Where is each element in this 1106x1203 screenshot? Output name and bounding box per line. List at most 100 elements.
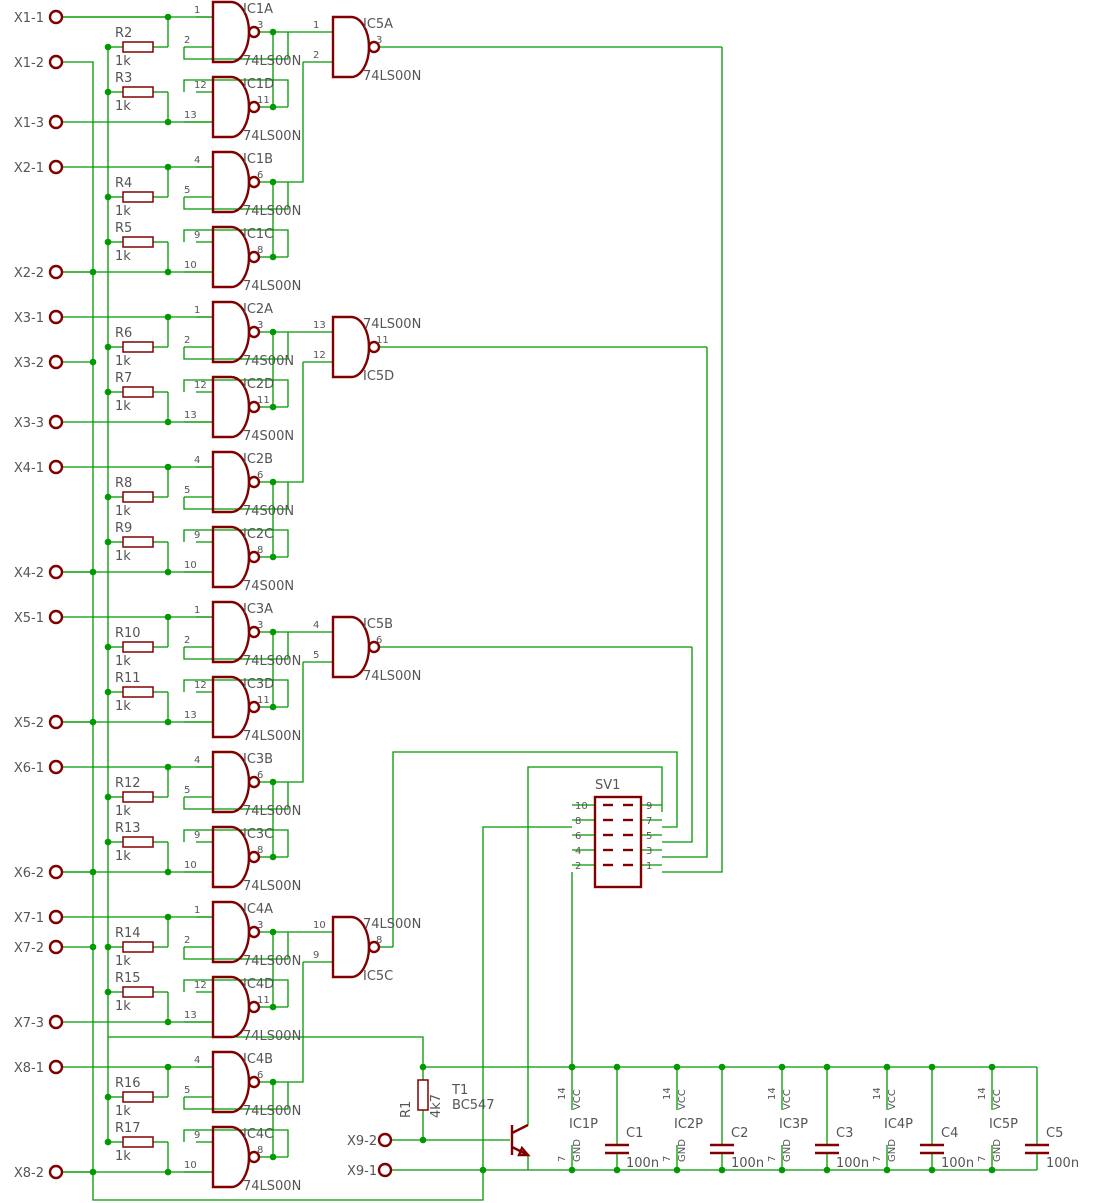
- pin-number: 7: [872, 1156, 883, 1162]
- connector-terminal: [48, 309, 64, 325]
- junction-dot: [269, 703, 277, 711]
- junction-dot: [89, 943, 97, 951]
- vcc-label: VCC: [677, 1089, 688, 1110]
- feedback-wire: [183, 79, 289, 107]
- gate-name: IC2D: [243, 377, 274, 392]
- capacitor-name: C5: [1046, 1126, 1063, 1141]
- feedback-wire: [183, 932, 289, 960]
- feedback-wire: [183, 482, 289, 510]
- gate-type: 74LS00N: [243, 204, 301, 219]
- ic5-input-wire: [273, 362, 304, 483]
- junction-dot: [104, 1138, 112, 1146]
- gate-name: IC4B: [243, 1052, 273, 1067]
- resistor-body: [122, 941, 154, 953]
- pin-number: 6: [257, 770, 263, 781]
- connector-label: X4-1: [14, 461, 44, 476]
- wires-layer: [62, 13, 1038, 1201]
- feedback-wire: [272, 332, 288, 408]
- IC4A-inversion-bubble: [247, 925, 261, 939]
- pin-number: 5: [184, 785, 190, 796]
- gate-name: IC5D: [363, 369, 394, 384]
- gnd-label: GND: [677, 1139, 688, 1162]
- ic5-input-wire: [273, 962, 304, 1083]
- resistor-name: R11: [115, 671, 141, 686]
- pin-number: 5: [184, 1085, 190, 1096]
- pin-number: 3: [646, 846, 652, 857]
- connector-terminal: [48, 354, 64, 370]
- junction-dot: [568, 1166, 576, 1174]
- pin-number: 4: [194, 755, 200, 766]
- pin-number: 10: [575, 801, 588, 812]
- header-body: [593, 795, 643, 889]
- pin-number: 9: [194, 230, 200, 241]
- junction-dot: [883, 1166, 891, 1174]
- pin-number: 7: [646, 816, 652, 827]
- junction-dot: [568, 1063, 576, 1071]
- capacitor-value: 100n: [731, 1156, 764, 1171]
- feedback-wire: [272, 632, 288, 708]
- capacitor-name: C2: [731, 1126, 748, 1141]
- pin-number: 11: [257, 995, 270, 1006]
- junction-dot: [104, 493, 112, 501]
- connector-terminal: [48, 159, 64, 175]
- pin-number: 8: [575, 816, 581, 827]
- IC2D-inversion-bubble: [247, 400, 261, 414]
- connector-terminal: [48, 414, 64, 430]
- gate-name: IC3D: [243, 677, 274, 692]
- junction-dot: [718, 1063, 726, 1071]
- pin-number: 4: [194, 455, 200, 466]
- pin-number: 5: [184, 185, 190, 196]
- gate-type: 74LS00N: [243, 279, 301, 294]
- pin-number: 2: [184, 35, 190, 46]
- junction-dot: [613, 1166, 621, 1174]
- junction-dot: [673, 1063, 681, 1071]
- junction-dot: [269, 553, 277, 561]
- IC3C-inversion-bubble: [247, 850, 261, 864]
- IC4D-inversion-bubble: [247, 1000, 261, 1014]
- junction-dot: [104, 988, 112, 996]
- resistor-body: [122, 491, 154, 503]
- resistor-name: R5: [115, 221, 132, 236]
- gate-type: 74LS00N: [243, 729, 301, 744]
- sv1-pin5-wire: [662, 647, 693, 843]
- feedback-wire: [272, 932, 288, 1008]
- pin-number: 9: [313, 950, 319, 961]
- resistor-body: [122, 1136, 154, 1148]
- junction-dot: [988, 1063, 996, 1071]
- ic5-input-wire: [273, 62, 304, 183]
- gate-name: IC1C: [243, 227, 273, 242]
- pin-number: 10: [184, 260, 197, 271]
- sv1-pin8-wire: [482, 826, 572, 1170]
- pin-number: 7: [977, 1156, 988, 1162]
- pin-number: 6: [257, 170, 263, 181]
- pin-number: 2: [184, 935, 190, 946]
- junction-dot: [718, 1166, 726, 1174]
- junction-dot: [269, 1153, 277, 1161]
- resistor-body: [122, 986, 154, 998]
- pin-number: 11: [257, 95, 270, 106]
- connector-terminal: [48, 114, 64, 130]
- junction-dot: [479, 1166, 487, 1174]
- resistor-value: 1k: [115, 399, 131, 414]
- connector-terminal: [48, 609, 64, 625]
- pin-number: 1: [194, 905, 200, 916]
- capacitor-value: 100n: [836, 1156, 869, 1171]
- connector-terminal: [48, 759, 64, 775]
- header-name: SV1: [595, 778, 620, 793]
- resistor-name: R10: [115, 626, 141, 641]
- t1-name: T1: [451, 1083, 468, 1098]
- feedback-wire: [272, 1082, 288, 1158]
- junction-dot: [104, 838, 112, 846]
- junction-dot: [104, 343, 112, 351]
- pin-number: 2: [313, 50, 319, 61]
- pin-number: 11: [376, 335, 389, 346]
- pin-number: 9: [194, 1130, 200, 1141]
- pin-number: 13: [184, 1010, 197, 1021]
- feedback-wire: [183, 1129, 289, 1157]
- pin-number: 7: [767, 1156, 778, 1162]
- connector-label: X5-2: [14, 716, 44, 731]
- connector-terminal: [48, 939, 64, 955]
- pin-number: 6: [376, 635, 382, 646]
- pin-number: 6: [257, 1070, 263, 1081]
- junction-dot: [928, 1063, 936, 1071]
